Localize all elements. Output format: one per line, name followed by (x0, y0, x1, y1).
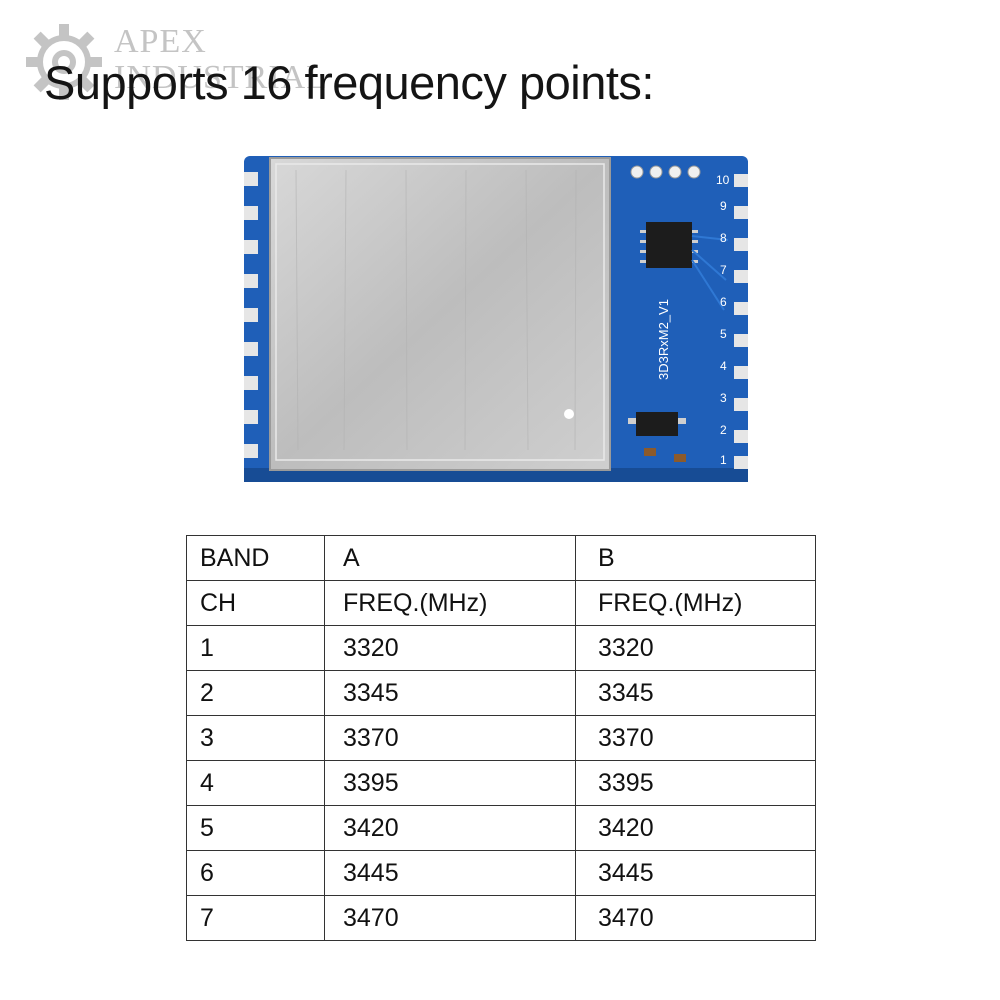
page-title: Supports 16 frequency points: (44, 56, 654, 109)
table-row: 5 3420 3420 (186, 805, 816, 851)
pin-number: 5 (720, 327, 727, 341)
table-cell: 6 (186, 850, 325, 896)
table-cell: 2 (186, 670, 325, 716)
rf-module-board-image: 3D3RxM2_V1 1 2 3 4 5 6 7 8 9 10 (244, 156, 748, 482)
table-cell: A (324, 535, 576, 581)
pin-number: 4 (720, 359, 727, 373)
ic-chip (646, 222, 692, 268)
table-row: 6 3445 3445 (186, 850, 816, 896)
table-row: 3 3370 3370 (186, 715, 816, 761)
pin-number: 2 (720, 423, 727, 437)
table-cell: 5 (186, 805, 325, 851)
table-cell: 3320 (575, 625, 816, 671)
table-cell: 3420 (324, 805, 576, 851)
table-cell: 3345 (324, 670, 576, 716)
pin-number: 1 (720, 453, 727, 467)
table-cell: 3420 (575, 805, 816, 851)
table-cell: 7 (186, 895, 325, 941)
table-cell: 3395 (575, 760, 816, 806)
board-label: 3D3RxM2_V1 (656, 299, 671, 380)
pin-number: 9 (720, 199, 727, 213)
table-cell: 3320 (324, 625, 576, 671)
table-cell: 3370 (324, 715, 576, 761)
table-cell: 3445 (575, 850, 816, 896)
table-cell: BAND (186, 535, 325, 581)
table-cell: 3470 (324, 895, 576, 941)
gear-icon (26, 24, 102, 100)
table-cell: FREQ.(MHz) (324, 580, 576, 626)
table-row: 4 3395 3395 (186, 760, 816, 806)
table-header-row: BAND A B (186, 535, 816, 581)
table-row: 1 3320 3320 (186, 625, 816, 671)
table-cell: 3370 (575, 715, 816, 761)
pin-number: 6 (720, 295, 727, 309)
table-cell: 3445 (324, 850, 576, 896)
pin-number: 10 (716, 173, 730, 187)
table-cell: 3395 (324, 760, 576, 806)
watermark-text: APEX INDUSTRIAL (114, 23, 328, 96)
brand-watermark: APEX INDUSTRIAL (22, 18, 327, 118)
table-cell: FREQ.(MHz) (575, 580, 816, 626)
table-cell: 4 (186, 760, 325, 806)
table-cell: 3470 (575, 895, 816, 941)
table-cell: B (575, 535, 816, 581)
table-cell: 1 (186, 625, 325, 671)
pin-number: 7 (720, 263, 727, 277)
pin-number: 3 (720, 391, 727, 405)
table-row: 2 3345 3345 (186, 670, 816, 716)
table-subheader-row: CH FREQ.(MHz) FREQ.(MHz) (186, 580, 816, 626)
table-cell: 3 (186, 715, 325, 761)
pin-number: 8 (720, 231, 727, 245)
table-row: 7 3470 3470 (186, 895, 816, 941)
frequency-table: BAND A B CH FREQ.(MHz) FREQ.(MHz) 1 3320… (186, 535, 816, 941)
table-cell: CH (186, 580, 325, 626)
table-cell: 3345 (575, 670, 816, 716)
metal-shield (269, 157, 611, 471)
